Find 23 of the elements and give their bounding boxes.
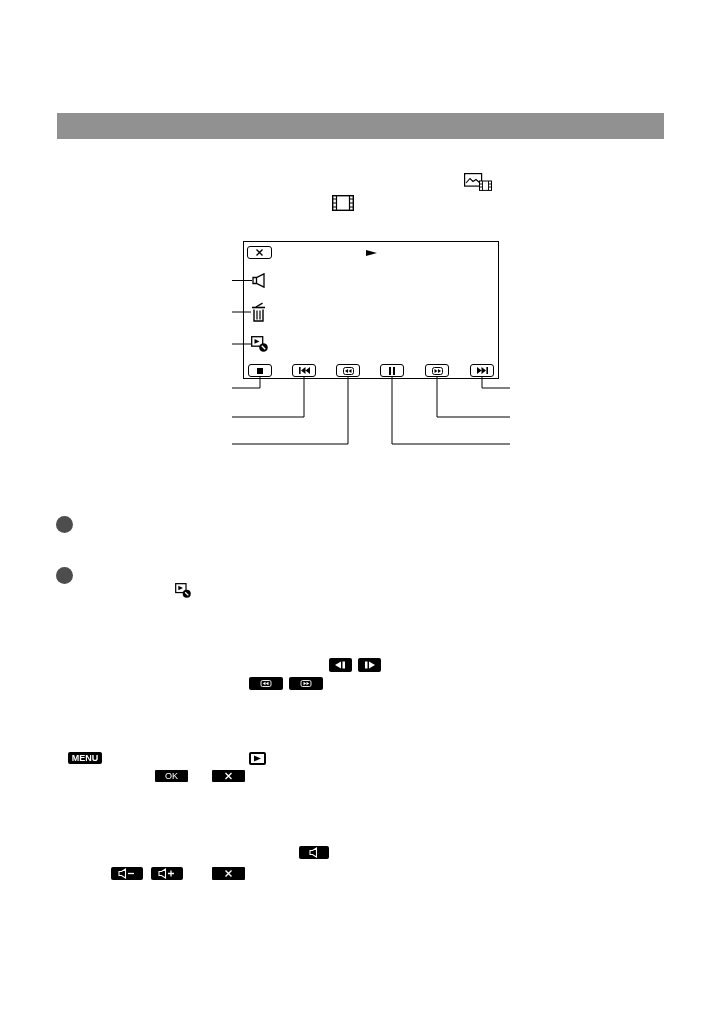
heading-bar [57,113,664,139]
leader-line [231,280,253,281]
fast-forward-button [425,364,449,377]
leader-line [436,376,511,418]
close-button [247,246,272,259]
pause-button [380,364,404,377]
edit-icon [251,336,268,352]
speaker-icon [252,273,266,288]
stop-button [248,364,272,377]
trash-icon [251,302,266,322]
leader-line [481,376,511,389]
leader-line [231,343,252,345]
screen-frame [243,241,499,379]
rewind-button [336,364,360,377]
leader-line [231,376,305,418]
leader-line [231,311,252,313]
ok-button: OK [155,770,188,782]
leader-line [231,376,349,445]
leader-line [391,376,511,445]
previous-button [292,364,316,377]
leader-line [231,376,261,389]
menu-button: MENU [68,752,102,764]
next-button [470,364,494,377]
